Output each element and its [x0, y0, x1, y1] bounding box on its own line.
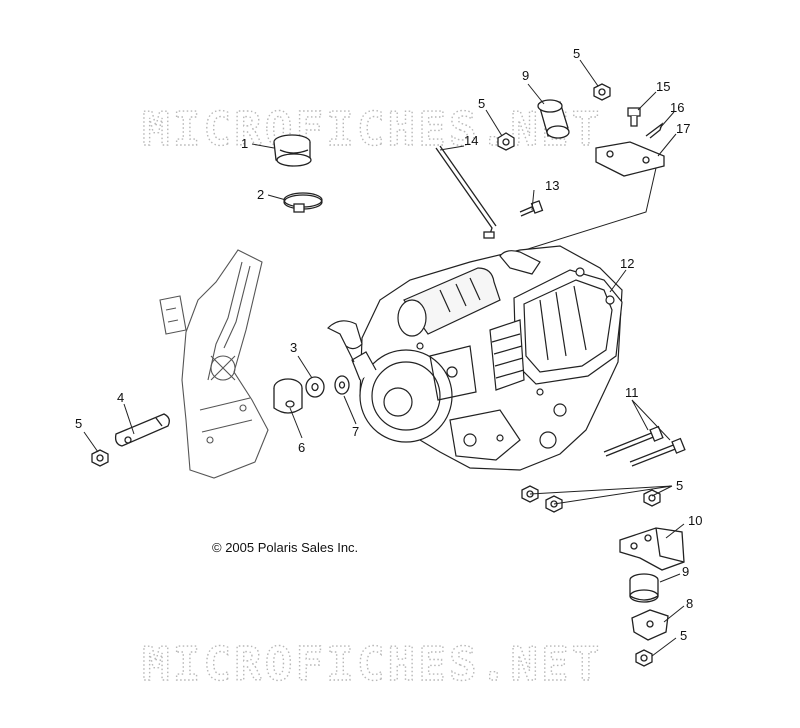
part-4-link-bracket	[114, 413, 170, 447]
callout-labels: 1 2 3 4 5 5 5 5 5 6 7 8 9 9 10 11 12 13 …	[75, 46, 702, 643]
callout-15: 15	[656, 79, 670, 94]
assembly-leader-line	[511, 167, 657, 255]
callout-5-left: 5	[75, 416, 82, 431]
part-8-small-bracket	[631, 609, 669, 641]
engine-assembly	[326, 245, 623, 471]
callout-5-bottom: 5	[680, 628, 687, 643]
part-6-rubber-mount	[273, 378, 303, 414]
callout-2: 2	[257, 187, 264, 202]
callout-7: 7	[352, 424, 359, 439]
copyright-notice: © 2005 Polaris Sales Inc.	[212, 540, 359, 555]
callout-5-lower: 5	[676, 478, 683, 493]
part-3-washer	[305, 376, 325, 398]
part-5-nut-lower-3	[643, 489, 661, 507]
part-5-nut-bottom	[635, 649, 653, 667]
part-16-clip	[645, 122, 664, 139]
callout-4: 4	[117, 390, 124, 405]
callout-3: 3	[290, 340, 297, 355]
callout-6: 6	[298, 440, 305, 455]
watermark-top: MICROFICHES.NET	[142, 102, 602, 156]
callout-leaders	[83, 59, 685, 657]
callout-13: 13	[545, 178, 559, 193]
callout-9-upper: 9	[522, 68, 529, 83]
callout-5-upper: 5	[478, 96, 485, 111]
part-5-nut-left	[91, 449, 109, 467]
part-11-bolts	[603, 425, 686, 467]
callout-16: 16	[670, 100, 684, 115]
part-9-mount-upper	[537, 99, 570, 139]
callout-10: 10	[688, 513, 702, 528]
callout-8: 8	[686, 596, 693, 611]
part-17-bracket	[595, 141, 665, 177]
part-1-intake-boot	[273, 134, 312, 167]
frame-section	[159, 249, 269, 479]
callout-5-top: 5	[573, 46, 580, 61]
part-5-nut-top	[593, 83, 611, 101]
callout-11: 11	[625, 385, 639, 400]
callout-17: 17	[676, 121, 690, 136]
part-14-rod	[435, 145, 497, 239]
callout-12: 12	[620, 256, 634, 271]
part-15-bolt	[627, 107, 641, 127]
part-2-clamp	[283, 192, 323, 213]
part-7-washer	[334, 375, 350, 395]
part-5-nut-upper	[497, 132, 515, 151]
watermark-bottom: MICROFICHES.NET	[142, 637, 602, 691]
part-9-mount-lower	[629, 573, 659, 603]
part-10-lower-bracket	[619, 527, 685, 571]
part-13-bolt	[519, 200, 544, 217]
callout-1: 1	[241, 136, 248, 151]
callout-14: 14	[464, 133, 478, 148]
callout-9-lower: 9	[682, 564, 689, 579]
